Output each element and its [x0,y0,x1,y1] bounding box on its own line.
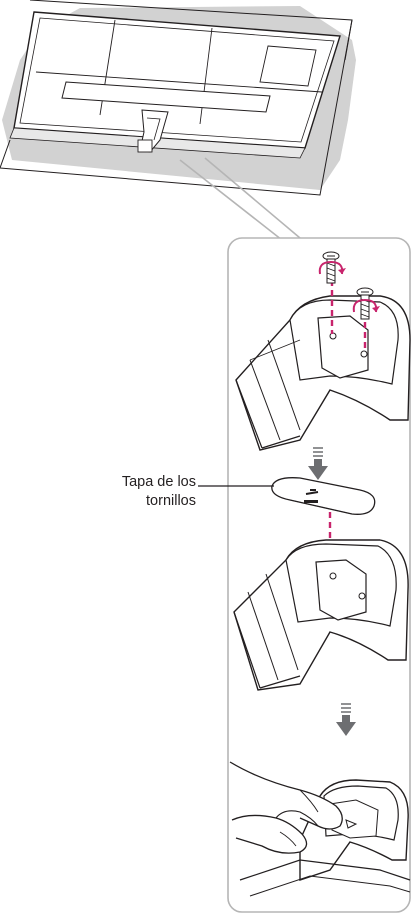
tv-back-panel-icon [0,0,356,196]
step-1-screws [235,251,411,451]
hand-icon [229,761,343,854]
screw-icon [356,287,374,320]
down-arrow-icon [308,447,328,480]
screw-cover-icon [271,477,376,515]
screw-cover-label: Tapa de los tornillos [121,474,196,509]
step-2-base [233,539,409,691]
down-arrow-icon [336,703,356,736]
rotation-arrow-icon [318,260,346,275]
rotation-arrow-icon [352,298,380,313]
zoom-connector [179,159,283,241]
box-outline [0,0,353,196]
screw-icon [322,251,340,284]
